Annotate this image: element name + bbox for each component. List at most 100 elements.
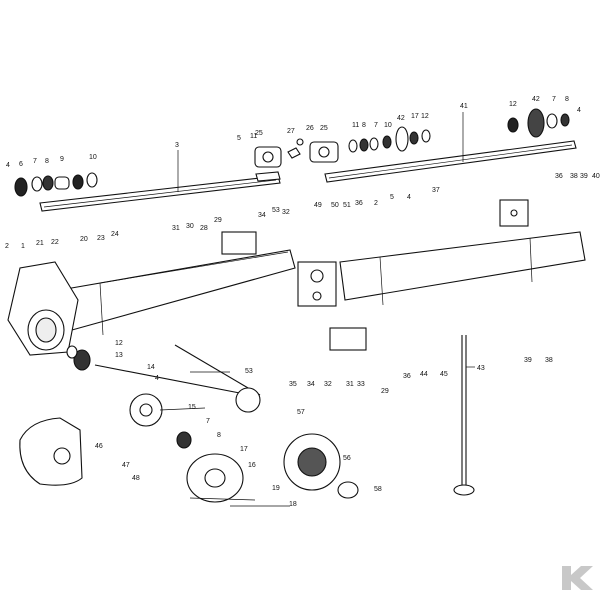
universal-joints	[254, 138, 339, 168]
part-label-n33: 33	[357, 381, 365, 388]
part-label-n27: 27	[287, 128, 295, 135]
part-label-n53b: 53	[245, 368, 253, 375]
part-label-n2a: 2	[5, 243, 9, 250]
part-label-n7b: 7	[374, 122, 378, 129]
gear-cover	[19, 417, 83, 486]
part-label-n16: 16	[248, 462, 256, 469]
part-label-n25a: 25	[255, 130, 263, 137]
drive-shaft-left	[39, 171, 281, 212]
part-label-n1: 1	[21, 243, 25, 250]
part-label-n18: 18	[289, 501, 297, 508]
part-label-n36c: 36	[403, 373, 411, 380]
part-label-n53a: 53	[272, 207, 280, 214]
part-label-n15: 15	[188, 404, 196, 411]
part-label-n31b: 31	[346, 381, 354, 388]
part-label-n5a: 5	[237, 135, 241, 142]
part-label-n21: 21	[36, 240, 44, 247]
part-label-n8b: 8	[362, 122, 366, 129]
part-label-n14: 14	[147, 364, 155, 371]
part-label-n5b: 5	[390, 194, 394, 201]
bearing-stack-left	[14, 172, 98, 197]
part-label-n38a: 38	[570, 173, 578, 180]
part-label-n36a: 36	[555, 173, 563, 180]
part-label-n25b: 25	[320, 125, 328, 132]
part-label-n8c: 8	[565, 96, 569, 103]
part-label-n39a: 39	[580, 173, 588, 180]
part-label-n51: 51	[343, 202, 351, 209]
part-label-n6: 6	[19, 161, 23, 168]
part-label-n34b: 34	[307, 381, 315, 388]
part-label-n56: 56	[343, 455, 351, 462]
leader-lines	[159, 112, 475, 507]
vertical-rod	[453, 335, 475, 496]
part-label-n38b: 38	[545, 357, 553, 364]
part-label-n7a: 7	[33, 158, 37, 165]
gearbox-housing	[7, 261, 79, 356]
part-label-n30: 30	[186, 223, 194, 230]
part-label-n32a: 32	[282, 209, 290, 216]
part-label-n36b: 36	[355, 200, 363, 207]
bracket-28	[221, 231, 257, 255]
part-label-n22: 22	[51, 239, 59, 246]
part-label-n26: 26	[306, 125, 314, 132]
part-label-n37: 37	[432, 187, 440, 194]
part-label-n58: 58	[374, 486, 382, 493]
part-label-n17b: 17	[411, 113, 419, 120]
part-label-n17a: 17	[240, 446, 248, 453]
part-label-n41: 41	[460, 103, 468, 110]
part-label-n7c: 7	[552, 96, 556, 103]
part-label-n12a: 12	[115, 340, 123, 347]
part-label-n47: 47	[122, 462, 130, 469]
part-label-n8a: 8	[45, 158, 49, 165]
part-label-n48: 48	[132, 475, 140, 482]
part-label-n24: 24	[111, 231, 119, 238]
part-label-n3: 3	[175, 142, 179, 149]
part-label-n57: 57	[297, 409, 305, 416]
part-label-n10b: 10	[384, 122, 392, 129]
part-label-n12c: 12	[509, 101, 517, 108]
part-label-n28: 28	[200, 225, 208, 232]
part-label-n40: 40	[592, 173, 600, 180]
part-label-n13: 13	[115, 352, 123, 359]
part-label-n43: 43	[477, 365, 485, 372]
bearing-stack-right	[348, 108, 570, 153]
part-label-n20: 20	[80, 236, 88, 243]
part-label-n11a: 11	[250, 133, 257, 140]
drive-shaft-right	[324, 140, 577, 183]
part-label-n45: 45	[440, 371, 448, 378]
part-label-n42a: 42	[397, 115, 405, 122]
main-beam-right	[339, 199, 586, 306]
part-label-n50: 50	[331, 202, 339, 209]
part-label-n42b: 42	[532, 96, 540, 103]
part-label-n2b: 2	[374, 200, 378, 207]
part-label-n8d: 8	[217, 432, 221, 439]
part-label-n34a: 34	[258, 212, 266, 219]
part-label-n10a: 10	[89, 154, 97, 161]
part-label-n19: 19	[272, 485, 280, 492]
part-label-n11b: 11	[352, 122, 359, 129]
part-label-n4c: 4	[407, 194, 411, 201]
part-label-n35: 35	[289, 381, 297, 388]
part-label-n4b: 4	[155, 375, 159, 382]
part-label-n29b: 29	[381, 388, 389, 395]
kverneland-k-logo	[562, 566, 593, 590]
part-label-n9: 9	[60, 156, 64, 163]
part-label-n31a: 31	[172, 225, 180, 232]
flange-assembly	[176, 431, 359, 503]
part-label-n7d: 7	[206, 418, 210, 425]
part-label-n29a: 29	[214, 217, 222, 224]
part-label-n49: 49	[314, 202, 322, 209]
part-label-n23: 23	[97, 235, 105, 242]
part-label-n4a: 4	[6, 162, 10, 169]
part-label-n44: 44	[420, 371, 428, 378]
center-coupling-block	[297, 261, 337, 307]
bracket-32	[329, 327, 367, 351]
gear-shaft-lower	[66, 344, 261, 427]
part-label-n32b: 32	[324, 381, 332, 388]
part-label-n12b: 12	[421, 113, 429, 120]
main-beam-left	[59, 249, 296, 336]
part-label-n46: 46	[95, 443, 103, 450]
part-label-n39b: 39	[524, 357, 532, 364]
